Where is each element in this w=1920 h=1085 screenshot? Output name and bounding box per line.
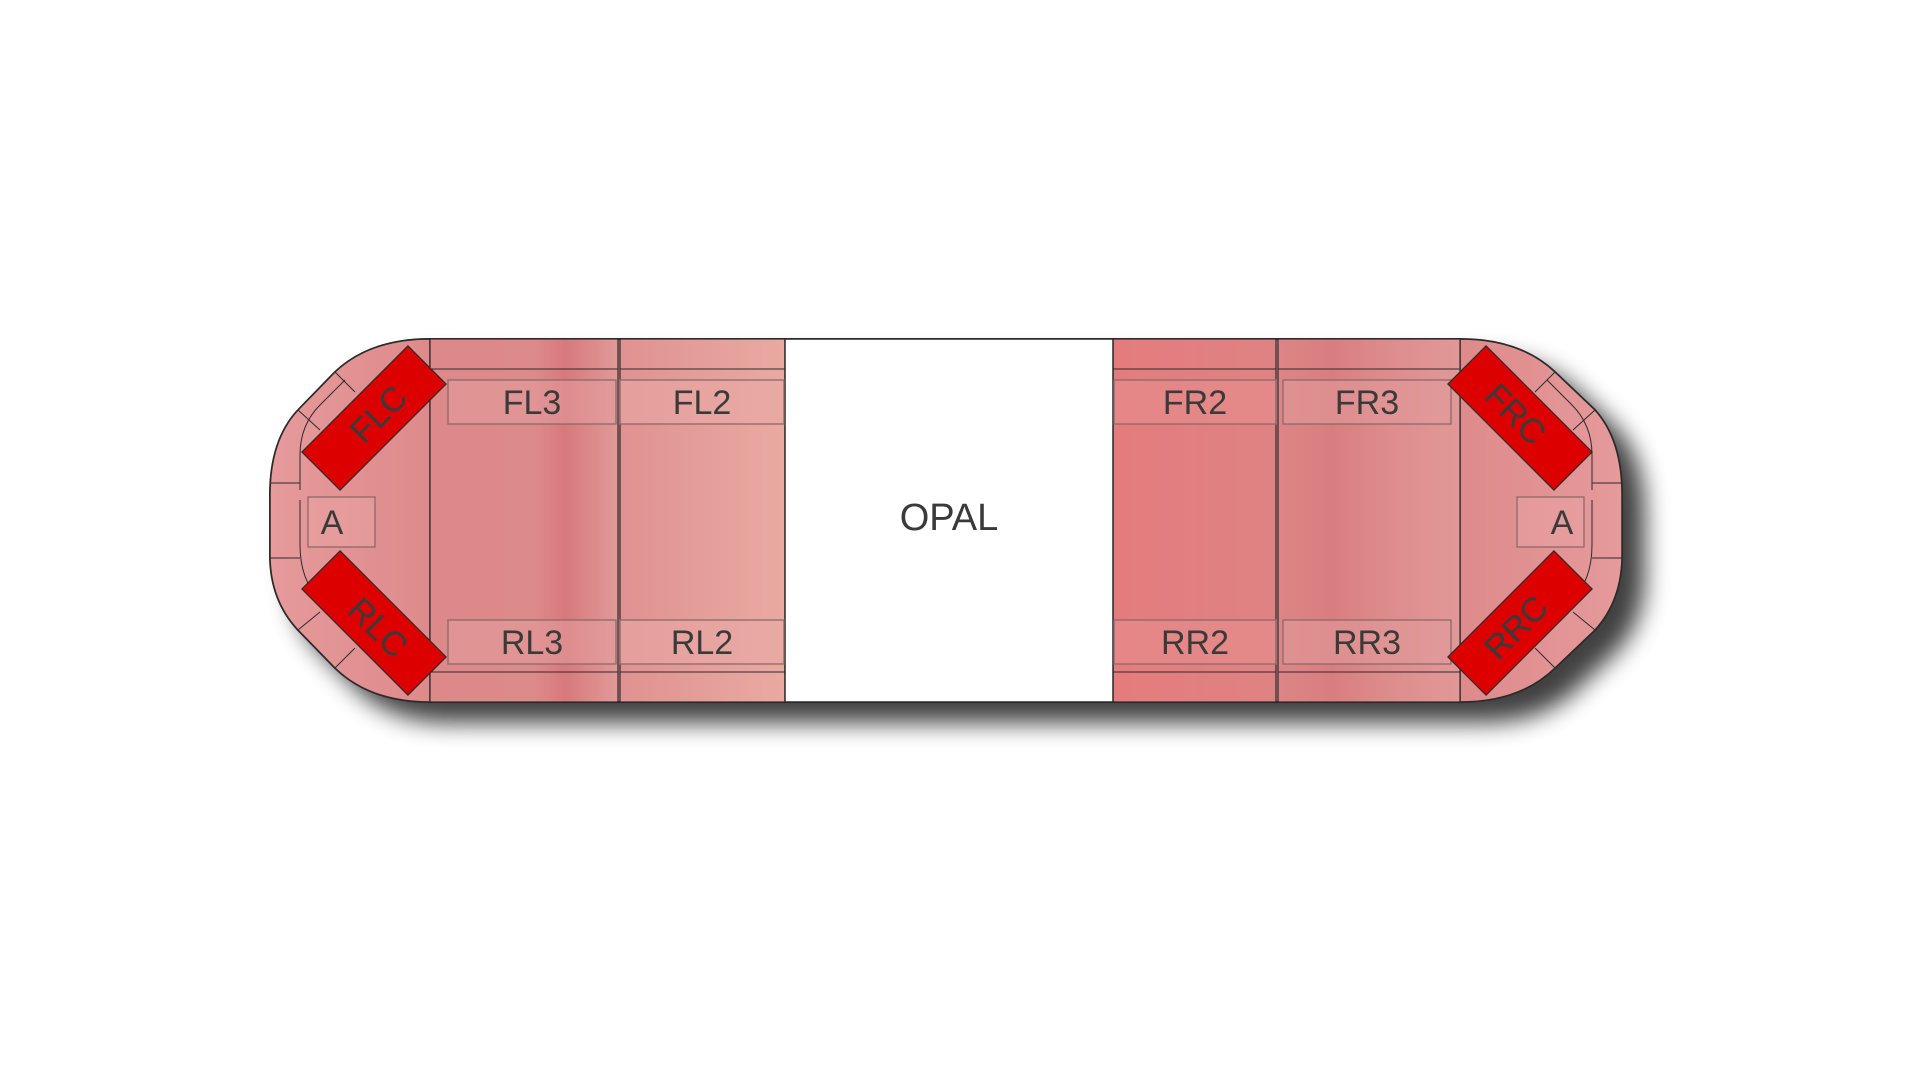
rr3-label: RR3 <box>1333 624 1401 662</box>
fr3-label: FR3 <box>1335 384 1399 422</box>
front-row-labels: FL3 FL2 FR2 FR3 <box>447 379 1452 425</box>
fl3-box <box>447 379 617 425</box>
rear-row-labels: RL3 RL2 RR2 RR3 <box>447 619 1452 665</box>
rl3-label: RL3 <box>501 624 563 662</box>
opal-label: OPAL <box>900 497 999 539</box>
left-end-a-label: A <box>321 504 344 542</box>
fr2-box <box>1113 379 1277 425</box>
fr3-box <box>1282 379 1452 425</box>
right-end-a-box <box>1516 496 1585 548</box>
opal-module <box>784 338 1114 703</box>
module-lips <box>270 339 1622 702</box>
left-end-a-box <box>307 496 376 548</box>
right-end-a-label: A <box>1551 504 1574 542</box>
rr2-box <box>1113 619 1277 665</box>
fr2-label: FR2 <box>1163 384 1227 422</box>
fl2-label: FL2 <box>673 384 732 422</box>
rl3-box <box>447 619 617 665</box>
fl3-label: FL3 <box>503 384 562 422</box>
rr3-box <box>1282 619 1452 665</box>
fl2-box <box>619 379 785 425</box>
rl2-box <box>619 619 785 665</box>
rl2-label: RL2 <box>671 624 733 662</box>
rr2-label: RR2 <box>1161 624 1229 662</box>
